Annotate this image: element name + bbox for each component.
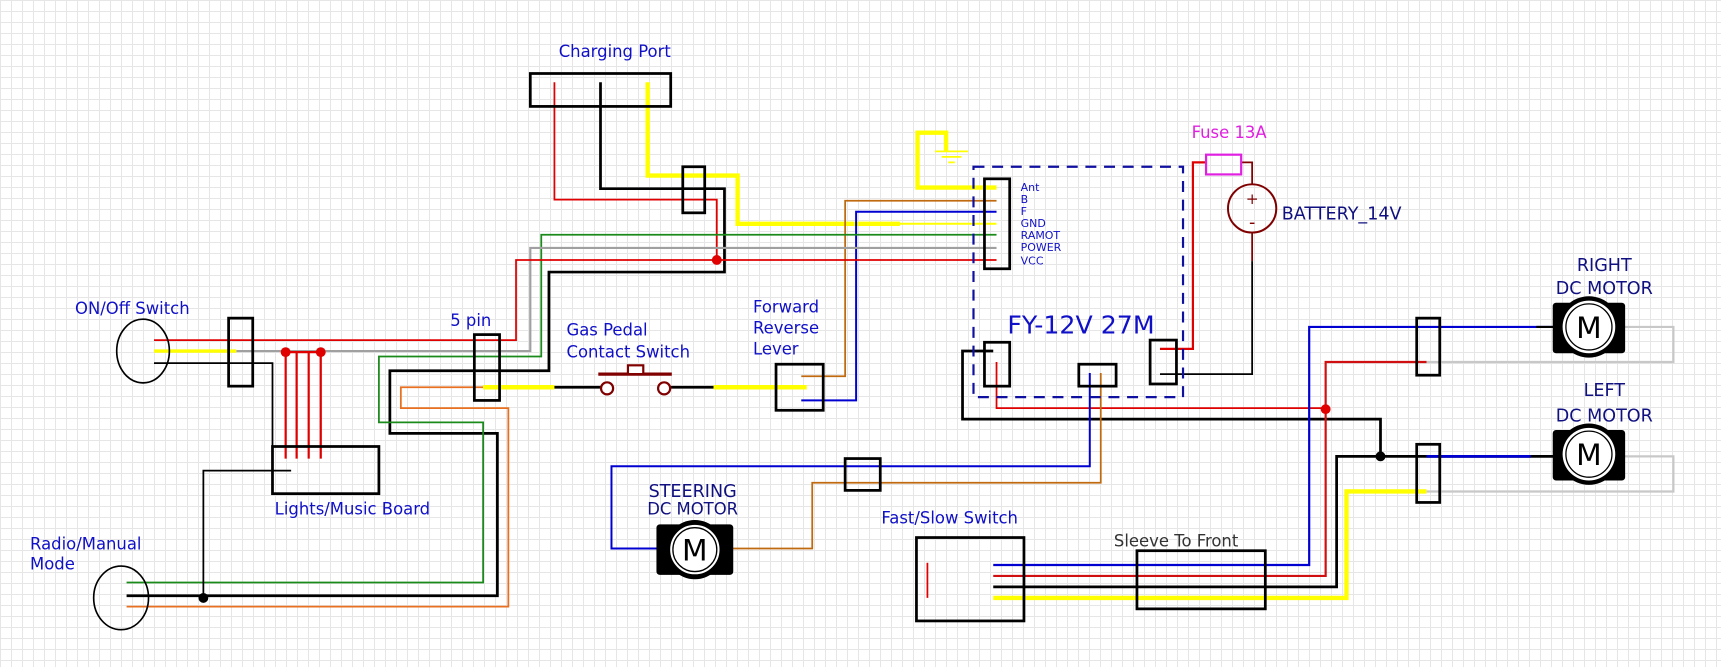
right-motor-connector bbox=[1415, 316, 1442, 377]
pin-label: RAMOT bbox=[1021, 229, 1061, 242]
ground-icon bbox=[935, 150, 969, 164]
radio-label-1: Radio/Manual bbox=[30, 535, 141, 554]
wire-red-vcc bbox=[154, 259, 997, 341]
svg-text:M: M bbox=[1576, 311, 1602, 345]
radio-manual-switch bbox=[92, 565, 150, 631]
wire-black-ground bbox=[961, 349, 1382, 457]
gas-pedal-switch bbox=[598, 364, 672, 396]
on-off-label: ON/Off Switch bbox=[75, 299, 190, 318]
forward-reverse-lever bbox=[774, 362, 825, 412]
wire-orange-steering bbox=[729, 372, 1102, 550]
sleeve-to-front bbox=[1135, 549, 1267, 611]
fuse-label: Fuse 13A bbox=[1192, 123, 1268, 142]
module-power-connector bbox=[1148, 338, 1178, 386]
fast-slow-switch bbox=[915, 536, 1026, 623]
module-pin-labels: Ant B F GND RAMOT POWER VCC bbox=[1021, 181, 1062, 268]
wire-red-lights bbox=[284, 351, 322, 459]
on-off-connector bbox=[227, 316, 255, 388]
module-steering-connector bbox=[1077, 362, 1118, 388]
battery-label: BATTERY_14V bbox=[1282, 204, 1402, 224]
wire-blue-steering bbox=[610, 372, 1091, 550]
right-motor-icon: M bbox=[1536, 296, 1626, 358]
junction-dot bbox=[315, 347, 326, 358]
wire-black-radio bbox=[202, 469, 292, 598]
junction-dot bbox=[280, 347, 291, 358]
wire-red-charging bbox=[553, 82, 718, 260]
lights-board-label: Lights/Music Board bbox=[275, 500, 430, 519]
pin-label: Ant bbox=[1021, 181, 1040, 194]
battery bbox=[1227, 183, 1278, 234]
svg-text:M: M bbox=[1576, 438, 1602, 472]
pin-label: F bbox=[1021, 205, 1027, 218]
left-motor-label-1: LEFT bbox=[1584, 381, 1626, 401]
charging-port-label: Charging Port bbox=[559, 42, 672, 61]
module-label: FY-12V 27M bbox=[1007, 311, 1154, 340]
wire-yellow-left bbox=[993, 489, 1427, 601]
wire-yellow-ant bbox=[915, 130, 997, 190]
junction-dot bbox=[198, 592, 209, 603]
lever-label-1: Forward bbox=[753, 298, 819, 317]
steering-connector bbox=[843, 457, 882, 492]
battery-plus: + bbox=[1246, 190, 1259, 208]
wire-green-ramot bbox=[126, 233, 997, 584]
wire-black-battery bbox=[1159, 261, 1254, 375]
radio-label-2: Mode bbox=[30, 554, 75, 573]
pin-label: GND bbox=[1021, 217, 1046, 230]
five-pin-label: 5 pin bbox=[450, 311, 491, 330]
fast-slow-label: Fast/Slow Switch bbox=[881, 508, 1018, 527]
steering-motor-icon: M bbox=[656, 519, 734, 580]
receiver-module bbox=[972, 165, 1185, 399]
junction-dot bbox=[1375, 451, 1386, 462]
wire-gray-power bbox=[236, 246, 997, 353]
left-motor-icon: M bbox=[1552, 423, 1626, 485]
right-motor-label-1: RIGHT bbox=[1577, 256, 1632, 276]
steering-label-2: DC MOTOR bbox=[647, 500, 738, 519]
wires bbox=[126, 82, 1675, 608]
svg-text:M: M bbox=[682, 534, 708, 568]
sleeve-label: Sleeve To Front bbox=[1114, 531, 1239, 550]
gas-pedal-label-1: Gas Pedal bbox=[566, 321, 647, 340]
module-motor-connector bbox=[983, 340, 1012, 388]
junction-dots bbox=[198, 255, 1386, 603]
pin-label: POWER bbox=[1021, 241, 1062, 254]
left-motor-connector bbox=[1415, 442, 1442, 504]
pin-label: VCC bbox=[1021, 254, 1044, 267]
junction-dot bbox=[1320, 404, 1331, 415]
right-motor-label-2: DC MOTOR bbox=[1556, 279, 1653, 299]
wire-blue-right bbox=[993, 325, 1559, 567]
pin-label: B bbox=[1021, 193, 1029, 206]
fuse bbox=[1204, 153, 1243, 176]
module-pin-header bbox=[983, 177, 1012, 271]
gas-pedal-label-2: Contact Switch bbox=[566, 343, 690, 362]
charging-port bbox=[528, 72, 673, 108]
charging-connector bbox=[681, 165, 707, 215]
wire-red-out bbox=[995, 362, 1326, 409]
junction-dot bbox=[711, 255, 722, 265]
wire-red-right bbox=[993, 360, 1427, 578]
lever-label-2: Reverse bbox=[753, 319, 819, 338]
left-motor-label-2: DC MOTOR bbox=[1556, 406, 1653, 426]
on-off-switch bbox=[115, 318, 171, 384]
steering-label-1: STEERING bbox=[649, 482, 737, 502]
lever-label-3: Lever bbox=[753, 339, 799, 358]
battery-minus: - bbox=[1249, 213, 1255, 233]
wire-gray-right bbox=[1426, 325, 1675, 364]
lights-music-board bbox=[271, 445, 381, 496]
wire-black-left bbox=[993, 454, 1559, 589]
wire-black-onoff bbox=[154, 362, 274, 471]
wire-battery-pos bbox=[1241, 161, 1254, 185]
wire-orange-5pin bbox=[126, 386, 510, 608]
wire-gray-left bbox=[1426, 455, 1675, 493]
five-pin-connector bbox=[472, 333, 501, 402]
wire-blue-f bbox=[801, 210, 997, 402]
wire-yellow-charging bbox=[645, 82, 900, 226]
